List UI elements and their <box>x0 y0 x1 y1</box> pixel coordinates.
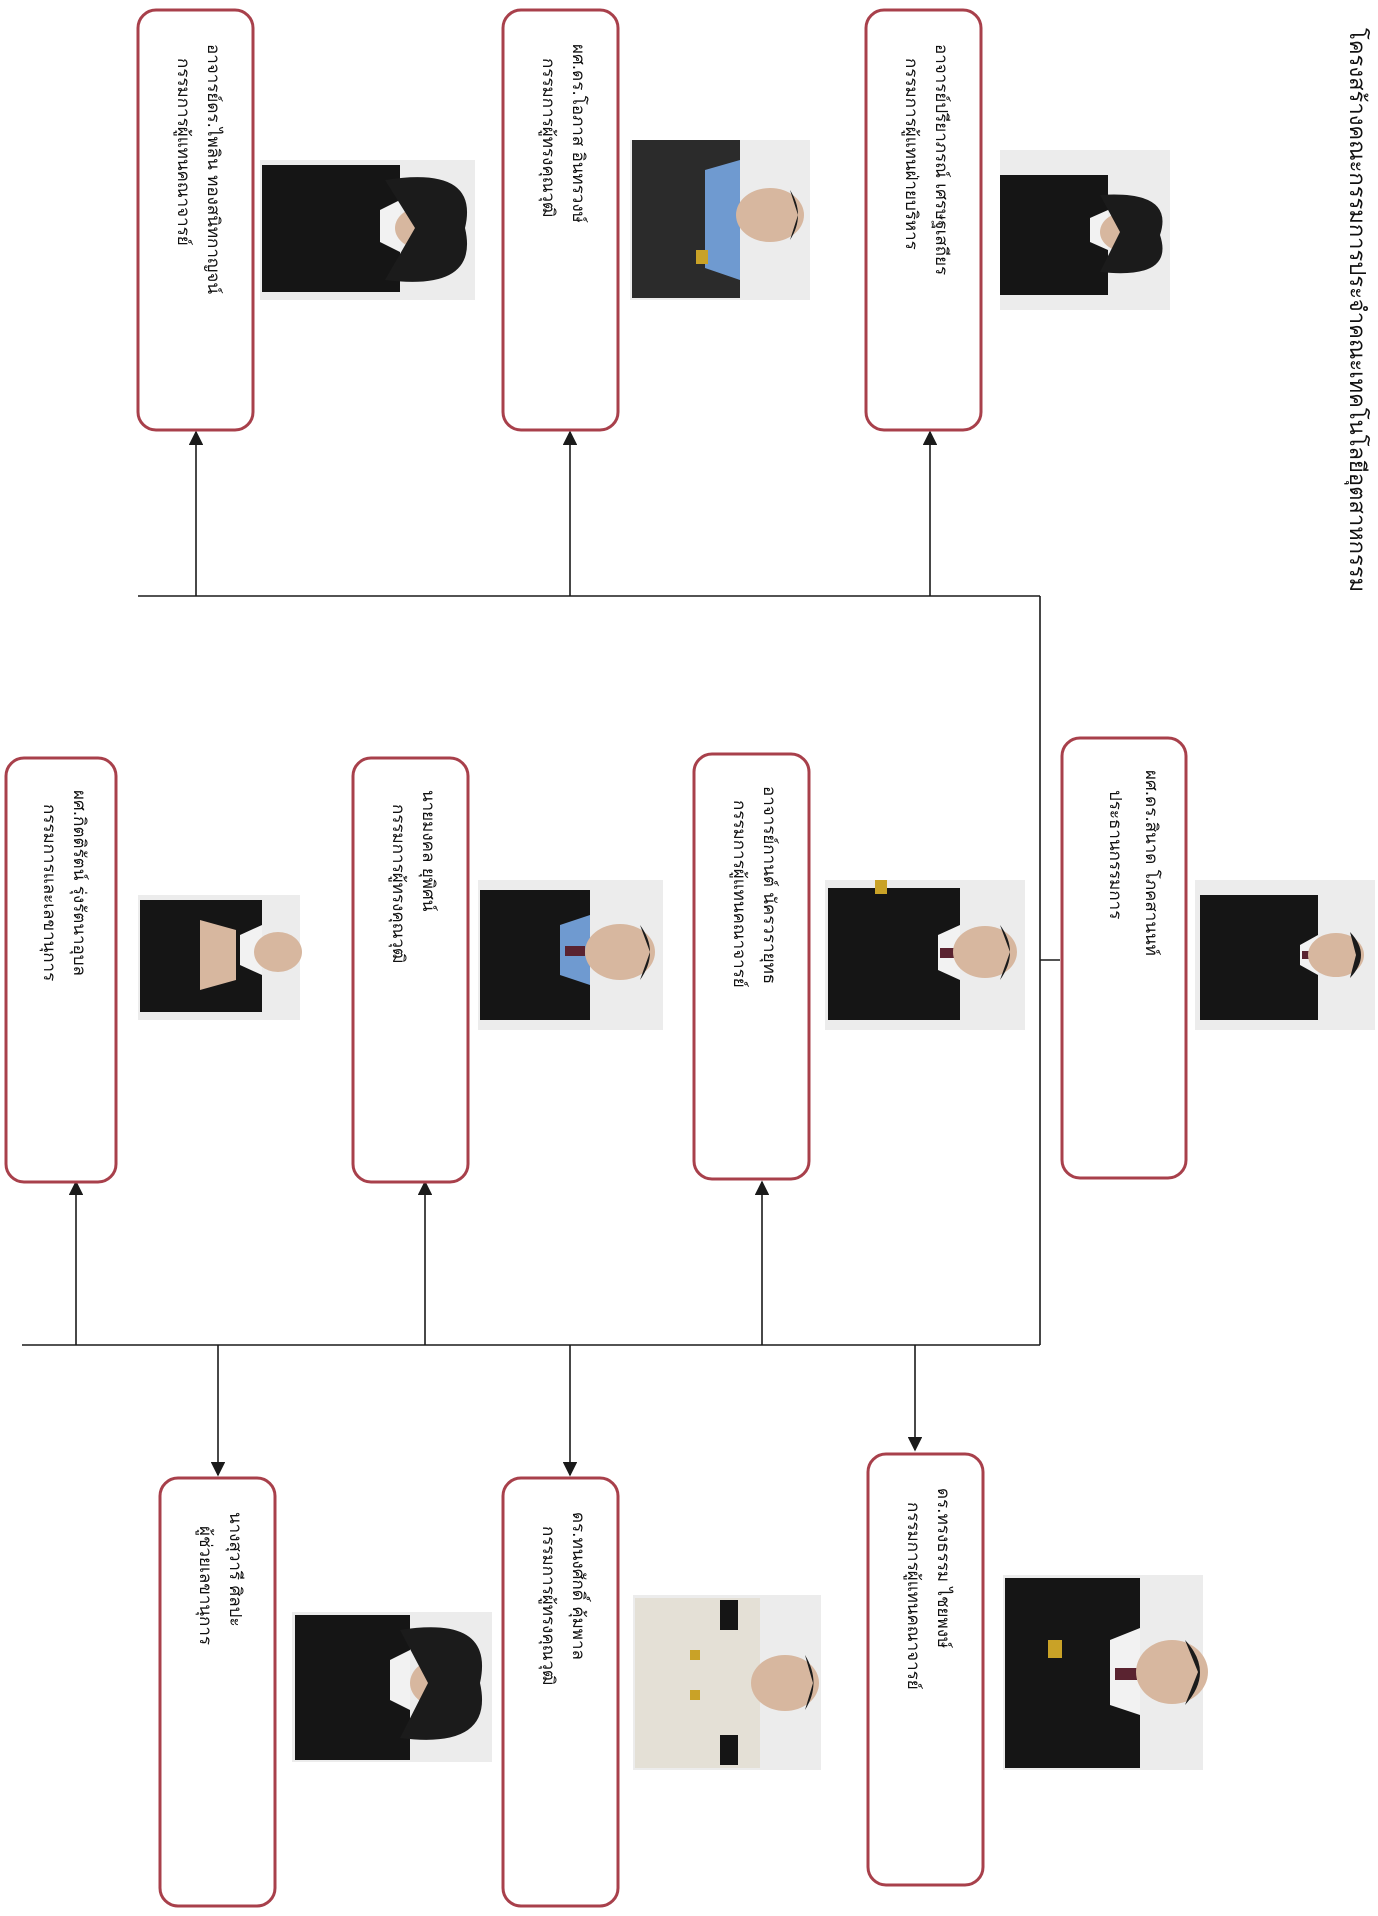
m3-role: กรรมการและเลขานุการ <box>39 804 59 981</box>
b3-box <box>158 1476 277 1908</box>
b3-name: นางสุวารี ศิลปะ <box>225 1512 245 1627</box>
c3-box <box>136 8 255 432</box>
c1-role: กรรมการผู้แทนฝ่ายบริหาร <box>901 58 921 250</box>
node-c1: อาจารย์ปรียาภรณ์ เศรษฐเสถียร กรรมการผู้แ… <box>864 8 1170 432</box>
node-b2: ดร.ทนงศักดิ์ คุ้มพาล กรรมการผู้ทรงคุณวุฒ… <box>501 1476 821 1908</box>
b2-role: กรรมการผู้ทรงคุณวุฒิ <box>538 1526 558 1685</box>
chair-name: ผศ.ดร.สินาด โภคสานนท์ <box>1141 770 1162 956</box>
b1-box <box>866 1452 985 1887</box>
c2-photo <box>630 140 810 300</box>
m2-box <box>351 756 470 1184</box>
c1-box <box>864 8 983 432</box>
chair-photo <box>1195 880 1375 1030</box>
m1-photo <box>825 880 1025 1030</box>
node-m1: อาจารย์กานต์ นัครวรายุทธ กรรมการผู้แทนคณ… <box>692 752 1025 1181</box>
c2-role: กรรมการผู้ทรงคุณวุฒิ <box>538 58 558 217</box>
m2-photo <box>478 880 663 1030</box>
m1-box <box>692 752 811 1181</box>
node-m3: ผศ.กิตติรัตน์ รุ่งรัตนาอุบล กรรมการและเล… <box>4 756 302 1184</box>
node-c3: อาจารย์ดร.ไพลิน ทองสนิทกาญจน์ กรรมการผู้… <box>136 8 475 432</box>
chart-title: โครงสร้างคณะกรรมการประจำคณะเทคโนโลยีอุตส… <box>1344 28 1370 592</box>
node-c2: ผศ.ดร.โอภาส อินทรวงษ์ กรรมการผู้ทรงคุณวุ… <box>501 8 810 432</box>
m1-role: กรรมการผู้แทนคณาจารย์ <box>729 800 749 988</box>
m3-name: ผศ.กิตติรัตน์ รุ่งรัตนาอุบล <box>69 790 89 976</box>
b1-name: ดร.ทรงธรรม ไชยพงษ์ <box>933 1488 954 1649</box>
b2-photo <box>633 1595 821 1770</box>
m2-role: กรรมการผู้ทรงคุณวุฒิ <box>388 804 408 963</box>
m2-name: นายมงคล ยุพิศน์ <box>418 790 438 912</box>
c2-name: ผศ.ดร.โอภาส อินทรวงษ์ <box>568 44 589 223</box>
b2-name: ดร.ทนงศักดิ์ คุ้มพาล <box>568 1512 591 1660</box>
b3-photo <box>292 1612 492 1762</box>
b2-box <box>501 1476 620 1908</box>
m1-name: อาจารย์กานต์ นัครวรายุทธ <box>759 786 779 984</box>
b1-photo <box>1003 1575 1208 1770</box>
b1-role: กรรมการผู้แทนคณาจารย์ <box>903 1502 923 1690</box>
chair-role: ประธานกรรมการ <box>1105 790 1125 919</box>
c3-photo <box>260 160 475 300</box>
c1-photo <box>1000 150 1170 310</box>
connectors <box>22 430 1060 1477</box>
c3-name: อาจารย์ดร.ไพลิน ทองสนิทกาญจน์ <box>203 44 224 294</box>
c1-name: อาจารย์ปรียาภรณ์ เศรษฐเสถียร <box>931 44 951 275</box>
chair-box <box>1060 736 1188 1180</box>
c3-role: กรรมการผู้แทนคณาจารย์ <box>173 58 193 246</box>
m3-photo <box>138 895 302 1020</box>
node-chair: ผศ.ดร.สินาด โภคสานนท์ ประธานกรรมการ <box>1060 736 1375 1180</box>
node-b1: ดร.ทรงธรรม ไชยพงษ์ กรรมการผู้แทนคณาจารย์ <box>866 1452 1208 1887</box>
c2-box <box>501 8 620 432</box>
b3-role: ผู้ช่วยเลขานุการ <box>195 1526 215 1645</box>
m3-box <box>4 756 118 1184</box>
node-b3: นางสุวารี ศิลปะ ผู้ช่วยเลขานุการ <box>158 1476 492 1908</box>
node-m2: นายมงคล ยุพิศน์ กรรมการผู้ทรงคุณวุฒิ <box>351 756 663 1184</box>
